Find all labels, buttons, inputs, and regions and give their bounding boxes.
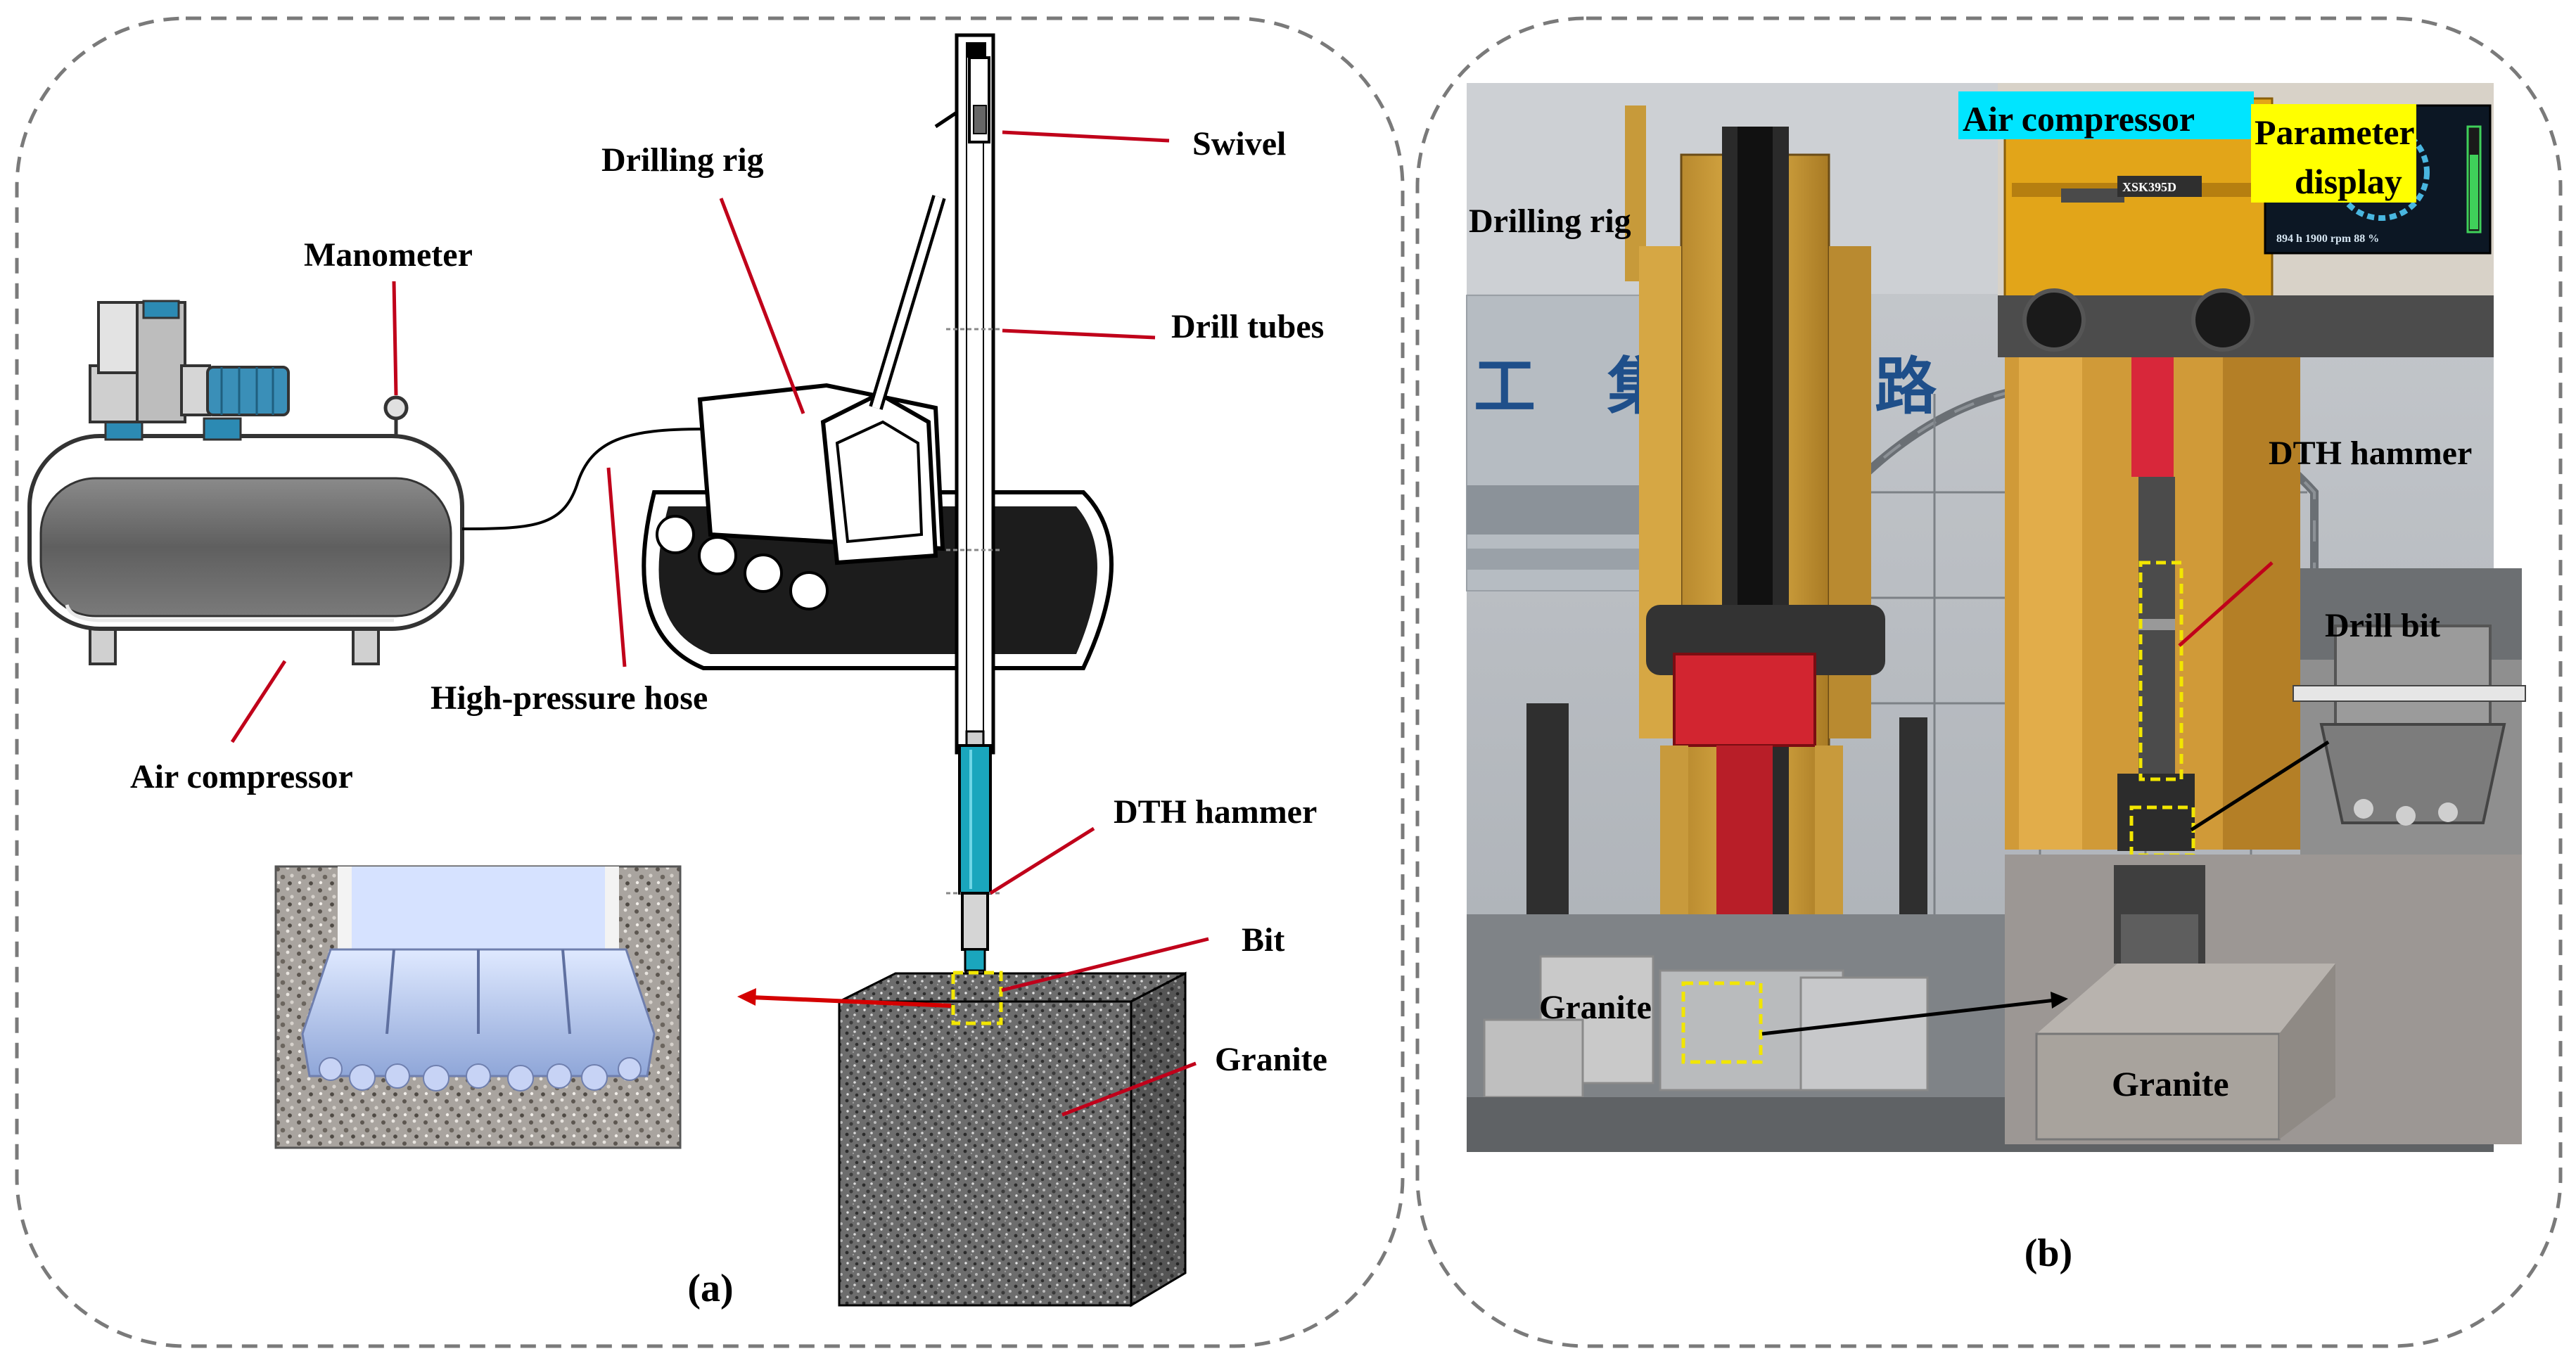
label-air-compressor-a: Air compressor xyxy=(130,758,353,795)
label-dth-hammer-a: DTH hammer xyxy=(1114,793,1317,831)
dth-hammer-body xyxy=(958,744,992,895)
bit-highlight-box xyxy=(951,971,1003,1025)
compressor-model-text: XSK395D xyxy=(2122,180,2176,194)
leader-drill-bit-b xyxy=(2190,740,2330,832)
label-granite-b-right: Granite xyxy=(2112,1064,2229,1103)
bit-detail-inset xyxy=(274,865,682,1149)
label-parameter-display-line2: display xyxy=(2295,162,2402,201)
leader-dth-hammer-b xyxy=(2178,561,2274,647)
drill-mast-and-tubes xyxy=(946,33,1002,1002)
inset-pointer-arrow xyxy=(737,988,952,1008)
label-granite-a: Granite xyxy=(1215,1041,1327,1078)
hammer-highlight-box xyxy=(2138,561,2183,781)
granite-closeup-photo xyxy=(2005,855,2522,1144)
parameter-display-tag xyxy=(2251,104,2416,203)
label-swivel: Swivel xyxy=(1192,125,1286,162)
panel-b-caption: (b) xyxy=(2025,1231,2072,1275)
label-drilling-rig-a: Drilling rig xyxy=(601,141,764,179)
label-manometer: Manometer xyxy=(304,236,473,274)
manometer-icon xyxy=(383,395,409,437)
panel-a-leader-lines xyxy=(230,130,1209,1117)
granite-block-illustration xyxy=(838,971,1187,1307)
air-compressor-tag xyxy=(1958,91,2254,139)
label-high-pressure-hose: High-pressure hose xyxy=(431,679,708,717)
drill-bit-closeup-photo xyxy=(2293,568,2526,864)
label-drill-bit: Drill bit xyxy=(2325,607,2440,644)
label-drill-tubes: Drill tubes xyxy=(1171,308,1324,345)
display-status-text: 894 h 1900 rpm 88 % xyxy=(2276,233,2379,245)
granite-link-arrow xyxy=(1761,998,2056,1036)
hammer-closeup-photo xyxy=(2005,357,2300,857)
label-parameter-display-line1: Parameter xyxy=(2255,113,2415,152)
panel-a-frame xyxy=(15,16,1405,1348)
high-pressure-hose xyxy=(461,428,704,530)
label-drilling-rig-b: Drilling rig xyxy=(1469,203,1631,240)
label-bit: Bit xyxy=(1242,921,1284,959)
granite-link-arrowhead xyxy=(2051,992,2068,1009)
drilling-rig-illustration xyxy=(642,109,1114,670)
granite-highlight-box xyxy=(1681,981,1763,1064)
label-air-compressor-b: Air compressor xyxy=(1963,99,2195,139)
label-granite-b-left: Granite xyxy=(1539,989,1652,1026)
label-dth-hammer-b: DTH hammer xyxy=(2269,435,2472,472)
panel-a-caption: (a) xyxy=(687,1267,733,1310)
air-compressor-illustration xyxy=(27,300,464,665)
